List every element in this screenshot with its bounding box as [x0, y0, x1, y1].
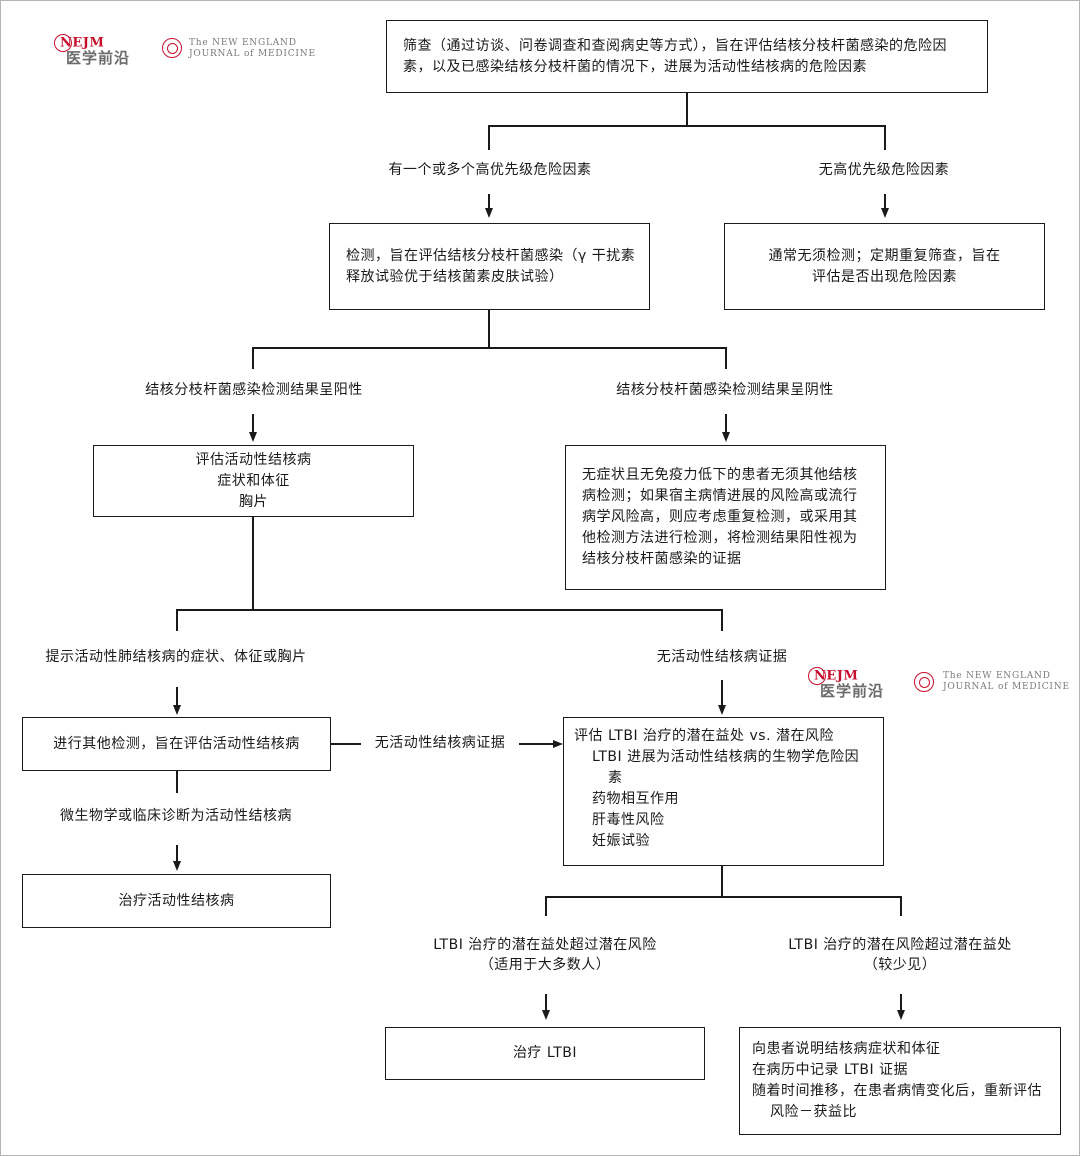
- connector: [725, 347, 727, 369]
- connector: [176, 609, 722, 611]
- screening-box: 筛查（通过访谈、问卷调查和查阅病史等方式），旨在评估结核分枝杆菌感染的危险因素，…: [386, 20, 988, 93]
- connector: [488, 310, 490, 348]
- connector: [488, 125, 885, 127]
- nejm-logo: NEJM: [808, 667, 858, 685]
- ltbi-eval-item: 肝毒性风险: [592, 812, 665, 828]
- arrow-right-icon: [553, 740, 563, 748]
- label-positive: 结核分枝杆菌感染检测结果呈阳性: [145, 382, 363, 398]
- connector: [545, 994, 547, 1010]
- connector: [176, 845, 178, 861]
- connector: [545, 896, 547, 916]
- explain-item: 随着时间推移，在患者病情变化后，重新评估风险－获益比: [752, 1083, 1042, 1120]
- arrow-down-icon: [718, 705, 726, 715]
- connector: [686, 93, 688, 126]
- connector: [252, 517, 254, 610]
- ltbi-eval-box: 评估 LTBI 治疗的潜在益处 vs. 潜在风险 LTBI 进展为活动性结核病的…: [563, 717, 884, 866]
- journal-name: The NEW ENGLAND JOURNAL of MEDICINE: [943, 671, 1070, 692]
- ltbi-eval-item: 妊娠试验: [592, 833, 650, 849]
- explain-item: 向患者说明结核病症状和体征: [752, 1041, 941, 1057]
- label-diagnosed-active: 微生物学或临床诊断为活动性结核病: [60, 808, 292, 824]
- treat-ltbi-box: 治疗 LTBI: [385, 1027, 705, 1080]
- connector: [725, 414, 727, 432]
- ltbi-eval-title: 评估 LTBI 治疗的潜在益处 vs. 潜在风险: [574, 728, 834, 744]
- ltbi-eval-item: LTBI 进展为活动性结核病的生物学危险因素: [592, 749, 860, 786]
- evaluate-active-item: 胸片: [239, 494, 268, 510]
- connector: [900, 896, 902, 916]
- connector: [721, 609, 723, 631]
- label-no-active-evidence-arrow: 无活动性结核病证据: [374, 735, 506, 751]
- connector: [252, 414, 254, 432]
- label-high-risk: 有一个或多个高优先级危险因素: [388, 162, 592, 178]
- testing-text: 检测，旨在评估结核分枝杆菌感染（γ 干扰素释放试验优于结核菌素皮肤试验）: [346, 247, 636, 285]
- yixue-logo-text: 医学前沿: [66, 49, 131, 67]
- ltbi-eval-item: 药物相互作用: [592, 791, 679, 807]
- treat-active-box: 治疗活动性结核病: [22, 874, 331, 928]
- label-no-active-evidence: 无活动性结核病证据: [656, 649, 788, 665]
- yixue-logo-text: 医学前沿: [820, 682, 885, 700]
- testing-box: 检测，旨在评估结核分枝杆菌感染（γ 干扰素释放试验优于结核菌素皮肤试验）: [329, 223, 650, 310]
- connector: [252, 347, 254, 369]
- connector: [519, 743, 553, 745]
- connector: [721, 680, 723, 705]
- explain-item: 在病历中记录 LTBI 证据: [752, 1062, 909, 1078]
- label-negative: 结核分枝杆菌感染检测结果呈阴性: [616, 382, 834, 398]
- treat-ltbi-text: 治疗 LTBI: [512, 1045, 578, 1061]
- connector: [488, 194, 490, 208]
- arrow-down-icon: [542, 1010, 550, 1020]
- arrow-down-icon: [722, 432, 730, 442]
- negative-note-text: 无症状且无免疫力低下的患者无须其他结核病检测；如果宿主病情进展的风险高或流行病学…: [582, 467, 858, 567]
- label-suggest-active: 提示活动性肺结核病的症状、体征或胸片: [45, 649, 307, 665]
- screening-text: 筛查（通过访谈、问卷调查和查阅病史等方式），旨在评估结核分枝杆菌感染的危险因素，…: [403, 37, 947, 75]
- connector: [488, 125, 490, 150]
- arrow-down-icon: [249, 432, 257, 442]
- connector: [176, 687, 178, 705]
- arrow-down-icon: [881, 208, 889, 218]
- journal-seal-icon: [914, 672, 934, 692]
- connector: [721, 866, 723, 897]
- evaluate-active-item: 症状和体征: [217, 473, 290, 489]
- no-test-box: 通常无须检测；定期重复筛查，旨在评估是否出现危险因素: [724, 223, 1045, 310]
- arrow-down-icon: [897, 1010, 905, 1020]
- treat-active-text: 治疗活动性结核病: [118, 892, 235, 909]
- label-no-high-risk: 无高优先级危险因素: [818, 162, 950, 178]
- arrow-down-icon: [485, 208, 493, 218]
- connector: [331, 743, 361, 745]
- journal-seal-icon: [162, 38, 182, 58]
- label-benefit-outweighs: LTBI 治疗的潜在益处超过潜在风险 （适用于大多数人）: [433, 937, 657, 973]
- further-tests-text: 进行其他检测，旨在评估活动性结核病: [53, 735, 300, 752]
- arrow-down-icon: [173, 861, 181, 871]
- no-test-text: 通常无须检测；定期重复筛查，旨在评估是否出现危险因素: [768, 247, 1001, 285]
- evaluate-active-box: 评估活动性结核病 症状和体征 胸片: [93, 445, 414, 517]
- negative-note-box: 无症状且无免疫力低下的患者无须其他结核病检测；如果宿主病情进展的风险高或流行病学…: [565, 445, 886, 590]
- connector: [176, 609, 178, 631]
- explain-box: 向患者说明结核病症状和体征 在病历中记录 LTBI 证据 随着时间推移，在患者病…: [739, 1027, 1061, 1135]
- further-tests-box: 进行其他检测，旨在评估活动性结核病: [22, 717, 331, 771]
- connector: [884, 125, 886, 150]
- journal-name: The NEW ENGLAND JOURNAL of MEDICINE: [189, 38, 316, 59]
- connector: [900, 994, 902, 1010]
- evaluate-active-title: 评估活动性结核病: [195, 452, 312, 468]
- connector: [176, 771, 178, 793]
- nejm-logo: NEJM: [54, 34, 104, 52]
- connector: [545, 896, 901, 898]
- label-risk-outweighs: LTBI 治疗的潜在风险超过潜在益处 （较少见）: [788, 937, 1012, 973]
- connector: [252, 347, 726, 349]
- arrow-down-icon: [173, 705, 181, 715]
- connector: [884, 194, 886, 208]
